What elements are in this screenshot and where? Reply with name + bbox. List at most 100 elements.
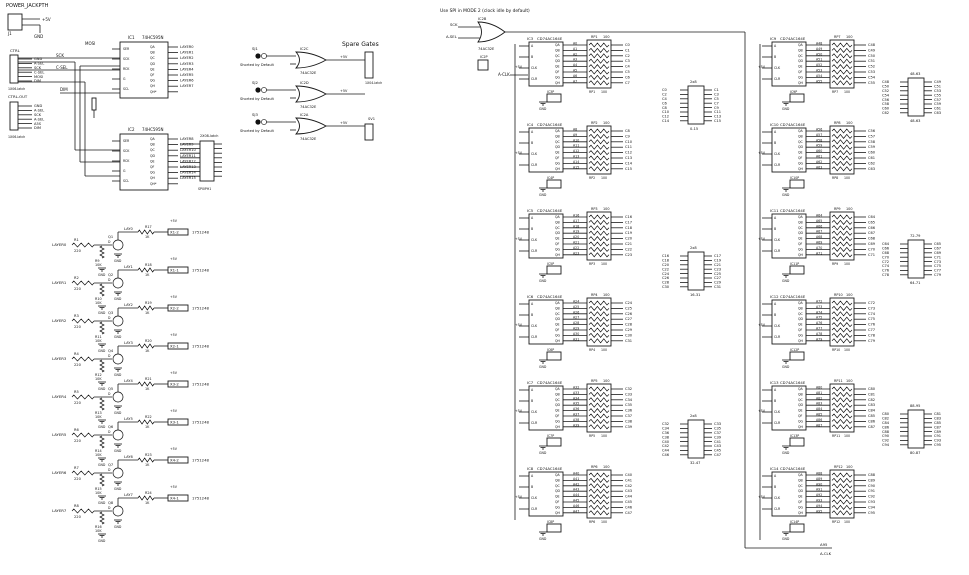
gnd-label: GND [782, 451, 790, 455]
mosfet-d: D [108, 354, 111, 358]
rn-element [831, 58, 853, 64]
counter-pin-right: QH [798, 339, 804, 343]
counter-vcc: +5V [515, 151, 523, 155]
col-net-C19: C19 [625, 231, 633, 235]
counter-pin-right: QC [555, 226, 561, 230]
counter-pin-right: QD [798, 231, 804, 235]
layer-r-ref-4: R5 [74, 390, 79, 394]
col-net-C1: C1 [625, 48, 630, 52]
col-net-C0: C0 [625, 43, 631, 47]
col-net-C58: C58 [868, 140, 876, 144]
decoupling-cap [546, 93, 562, 103]
counter-pin-left: CLK [531, 324, 538, 328]
counter-signal: A8 [573, 128, 577, 132]
counter-pin-right: QE [798, 237, 803, 241]
layer-out-3: LAY3 [124, 341, 133, 345]
layer-rb-val-6: 10K [95, 491, 102, 495]
counter-pin-left: CLR [531, 77, 538, 81]
rn-ref-RP2: RP2 [591, 121, 598, 125]
counter-signal: A71 [816, 251, 822, 255]
decoupling-cap [789, 265, 805, 275]
header-pin-left: C20 [662, 263, 670, 267]
col-net-C90: C90 [868, 484, 876, 488]
rn-element [831, 74, 853, 80]
gnd-label: GND [539, 107, 547, 111]
col-net-C35: C35 [625, 403, 632, 407]
layer-part-2: 1751248 [192, 306, 209, 311]
jumper-ref-0: SJ1 [252, 46, 259, 51]
layer-conn-4: X3-2 [170, 382, 179, 387]
ctrl-out-pin-4: A5S [34, 122, 42, 126]
ctrl-out-pin-5: DIM [34, 126, 41, 130]
gnd-label: GND [114, 449, 122, 453]
col-net-C77: C77 [868, 328, 875, 332]
counter-signal: A6 [573, 74, 577, 78]
header-sub-2: 32-47 [690, 461, 700, 465]
rn-foot-part: 100 [601, 262, 607, 266]
rn-element [588, 58, 610, 64]
cap-ref: IC7P [547, 434, 554, 438]
col-net-C42: C42 [625, 484, 632, 488]
col-net-C79: C79 [868, 339, 876, 343]
header-title-5: 88-95 [910, 404, 920, 408]
counter-pin-right: QE [555, 409, 560, 413]
mosfet-symbol [112, 467, 124, 479]
sv2-label: SPI0PH1 [198, 187, 211, 191]
counter-pin-right: QC [798, 484, 804, 488]
counter-signal: A56 [816, 128, 822, 132]
counter-signal: A83 [816, 402, 822, 406]
rn-foot-part: 100 [844, 520, 850, 524]
ctrl-pin-2: SCK [34, 66, 42, 70]
counter-signal: A14 [573, 160, 579, 164]
counter-pin-right: QB [798, 478, 803, 482]
counter-pin-right: QF [798, 70, 803, 74]
mosfet-symbol [112, 315, 124, 327]
counter-ref-IC5: IC5 [527, 208, 534, 213]
counter-part-IC3: CD74AC164E [537, 36, 563, 41]
header-pin-left: C16 [662, 254, 670, 258]
ic-pin-left: SER [123, 47, 130, 51]
counter-pin-left: A [531, 474, 534, 478]
rn-foot-ref: RP1 [589, 90, 595, 94]
col-net-C30: C30 [625, 333, 633, 337]
rn-element [588, 338, 610, 344]
counter-signal: A70 [816, 246, 822, 250]
counter-signal: A40 [573, 472, 579, 476]
gnd-label: GND [539, 279, 547, 283]
rn-element [831, 477, 853, 483]
resistor-symbol [71, 280, 95, 286]
header-pin-right: C27 [714, 276, 721, 280]
power-plus-label: +5V [42, 17, 51, 22]
counter-pin-left: CLK [774, 238, 781, 242]
counter-signal: A34 [573, 396, 579, 400]
header-pin-right: C79 [934, 273, 942, 277]
counter-signal: A45 [573, 499, 579, 503]
rn-element [831, 408, 853, 414]
layer-rc-ref-4: R21 [145, 377, 152, 381]
counter-pin-left: CLR [531, 335, 538, 339]
counter-signal: A61 [816, 155, 822, 159]
gnd-label: GND [114, 259, 122, 263]
layer-part-0: 1751248 [192, 230, 209, 235]
col-net-C29: C29 [625, 328, 633, 332]
gnd-label: GND [98, 425, 106, 429]
counter-chip [771, 385, 807, 431]
col-net-C24: C24 [625, 301, 633, 305]
header-pin-left: C82 [882, 417, 889, 421]
header-pin-left: C42 [662, 444, 669, 448]
col-net-C63: C63 [868, 167, 875, 171]
counter-pin-right: QF [555, 414, 560, 418]
aclk-net: A-CLK [498, 72, 510, 77]
counter-signal: A10 [573, 138, 579, 142]
col-net-C52: C52 [868, 65, 875, 69]
header-pin-left: C30 [662, 285, 670, 289]
ic1-ref: IC1 [128, 35, 135, 40]
col-net-C32: C32 [625, 387, 632, 391]
counter-vcc: +5V [758, 323, 766, 327]
counter-pin-right: QF [555, 242, 560, 246]
header-pin-right: C15 [714, 119, 721, 123]
counter-part-IC4: CD74AC164E [537, 122, 563, 127]
layer-q-ref-7: Q8 [108, 501, 114, 505]
decoupling-cap [546, 265, 562, 275]
